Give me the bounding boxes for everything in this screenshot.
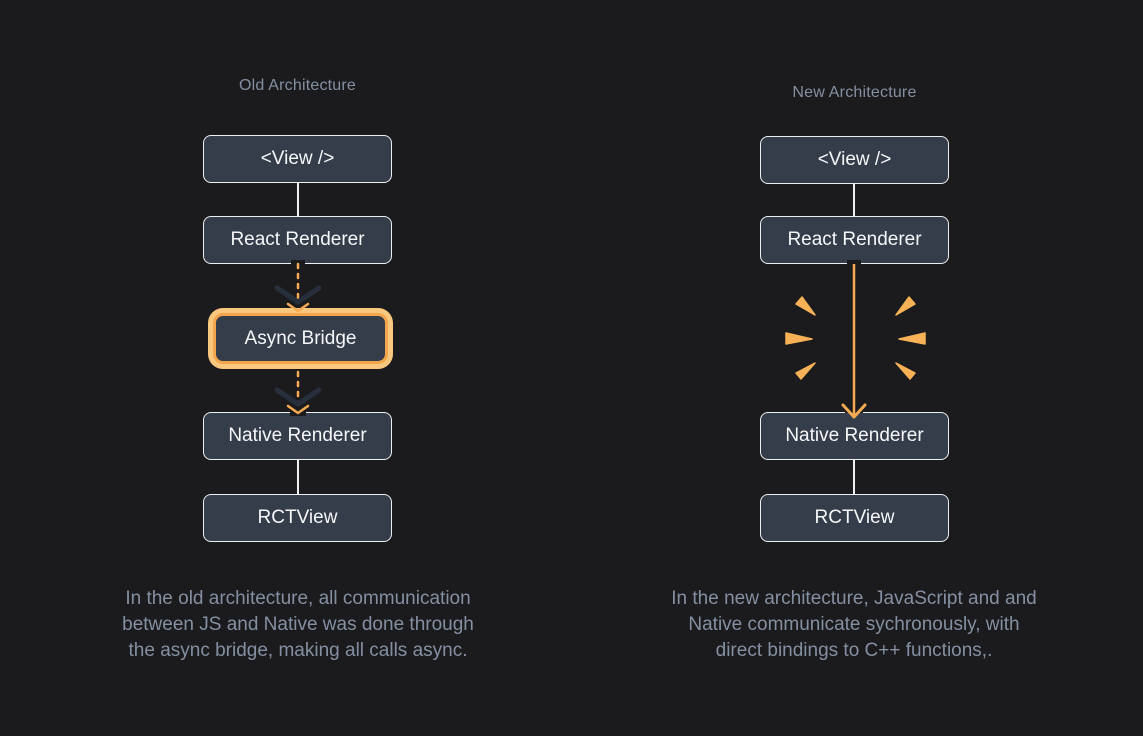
old-architecture-caption: In the old architecture, all communicati… xyxy=(122,588,474,661)
sync-arrow xyxy=(785,260,926,419)
node-view-new: <View /> xyxy=(760,136,949,184)
chevron-down-icon xyxy=(274,387,322,407)
arrowhead-icon xyxy=(841,403,867,419)
node-async-bridge: Async Bridge xyxy=(213,313,388,364)
node-react-renderer-new: React Renderer xyxy=(760,216,949,264)
async-dashed-arrow-bottom xyxy=(274,370,322,416)
new-architecture-caption: In the new architecture, JavaScript and … xyxy=(671,588,1037,661)
connector-view-react-new xyxy=(853,184,855,216)
node-rctview-old: RCTView xyxy=(203,494,392,542)
connector-native-rctview-old xyxy=(297,460,299,494)
connector-native-rctview-new xyxy=(853,460,855,494)
node-react-renderer-old: React Renderer xyxy=(203,216,392,264)
new-architecture-title: New Architecture xyxy=(792,84,917,101)
arrowhead-icon xyxy=(286,302,310,313)
node-view-old: <View /> xyxy=(203,135,392,183)
node-rctview-new: RCTView xyxy=(760,494,949,542)
connector-view-react-old xyxy=(297,183,299,216)
old-architecture-title: Old Architecture xyxy=(238,77,357,94)
spark-burst-icon xyxy=(785,296,926,380)
async-dashed-arrow-top xyxy=(274,260,322,313)
node-native-renderer-old: Native Renderer xyxy=(203,412,392,460)
chevron-down-icon xyxy=(274,285,322,305)
arrowhead-icon xyxy=(286,404,310,415)
